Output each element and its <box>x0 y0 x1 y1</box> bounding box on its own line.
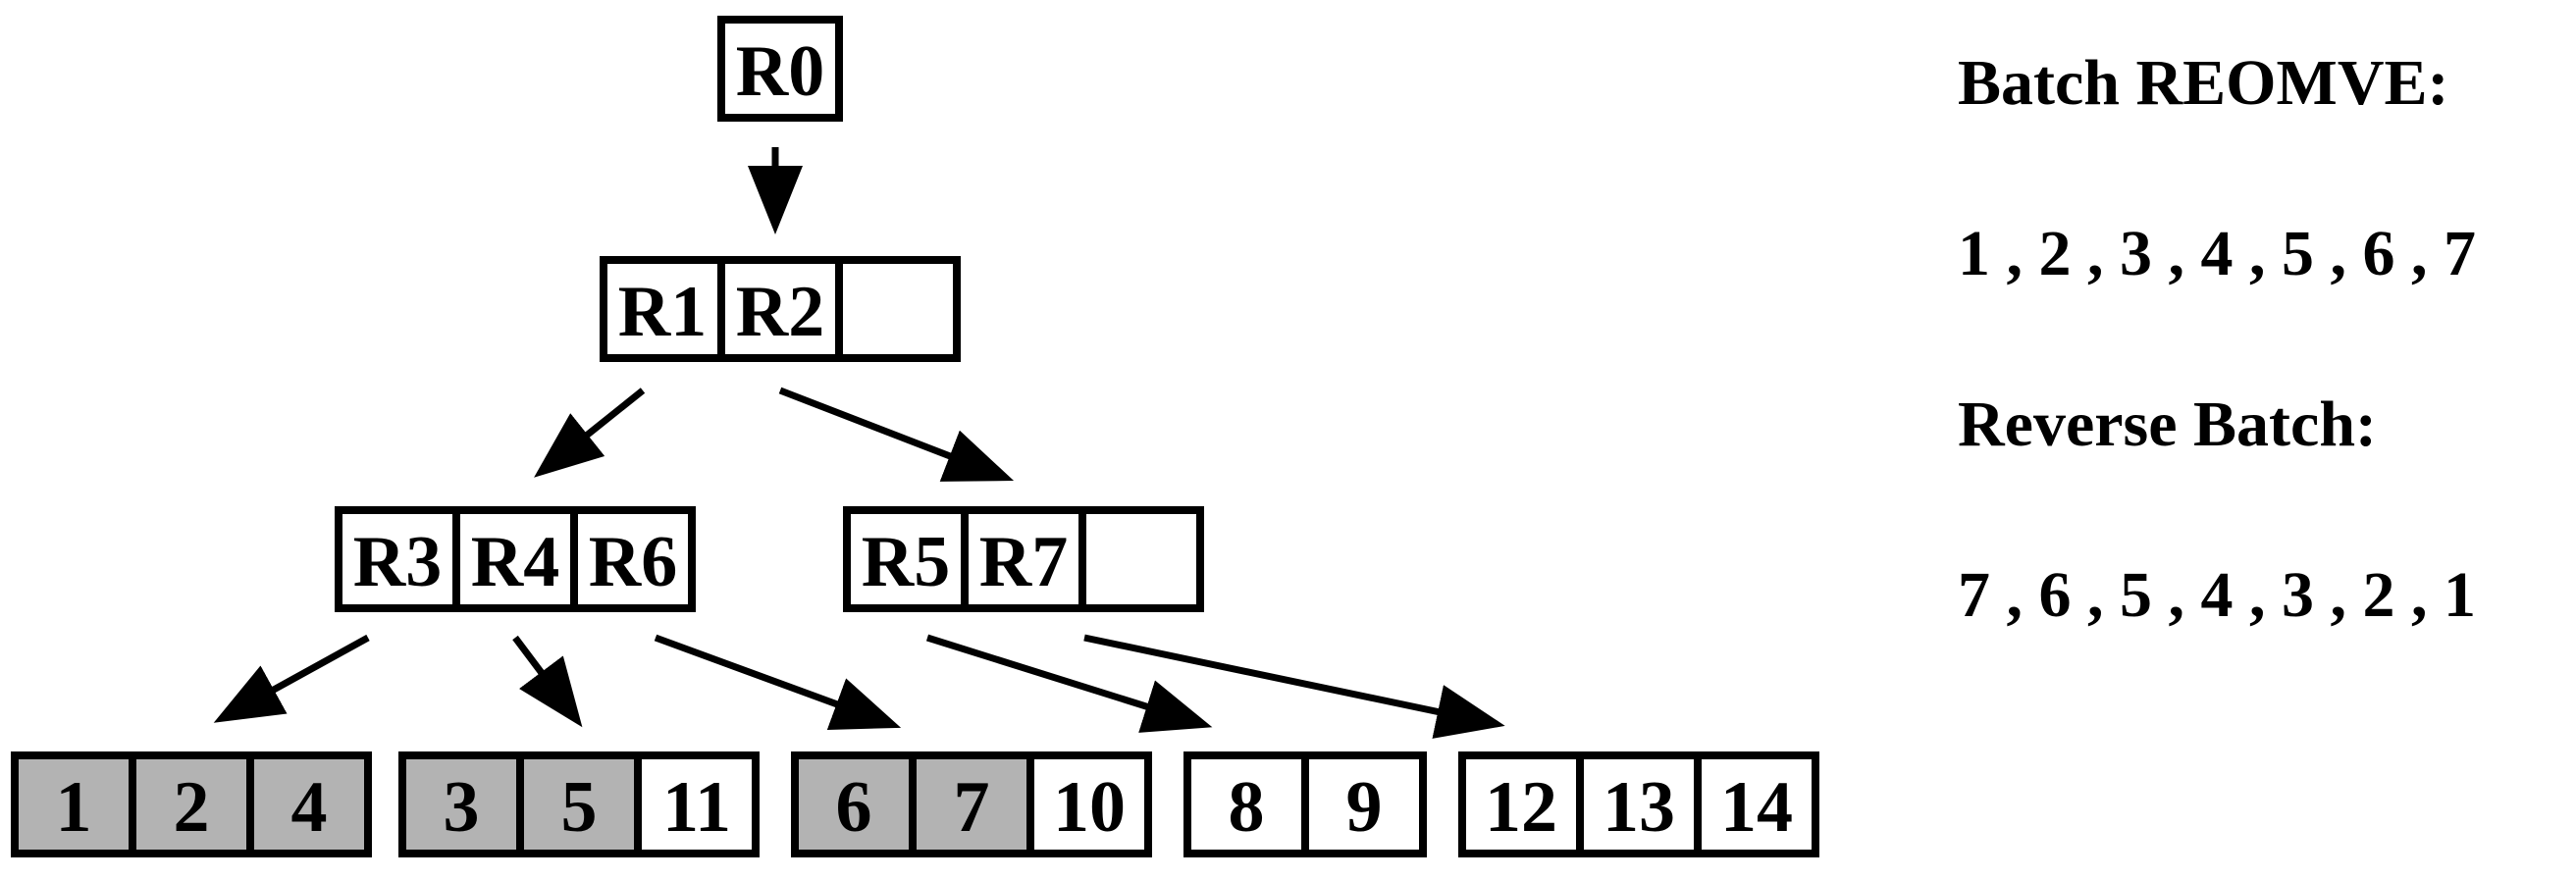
node-level2-right: R5 R7 <box>843 506 1204 612</box>
node-root: R0 <box>717 16 843 122</box>
cell-label: R1 <box>618 272 707 352</box>
node-cell <box>1301 751 1427 857</box>
cell-label: 8 <box>1229 767 1265 848</box>
edge-arrow-7 <box>925 634 1213 733</box>
cell-label: 6 <box>836 767 872 848</box>
node-cell <box>717 256 843 362</box>
node-leaf3: 6 7 10 <box>791 751 1152 857</box>
edge-arrow-5 <box>512 635 583 728</box>
node-cell <box>11 751 136 857</box>
edge-arrow-6 <box>654 634 902 730</box>
node-cell <box>570 506 696 612</box>
cell-label: R7 <box>979 522 1068 602</box>
cell-label: 7 <box>954 767 990 848</box>
node-cell <box>634 751 760 857</box>
cell-label: 14 <box>1720 767 1793 848</box>
cell-label: R5 <box>862 522 950 602</box>
edge-arrow-2 <box>534 388 646 478</box>
node-cell <box>961 506 1086 612</box>
batch-panel: Batch REOMVE: 1 , 2 , 3 , 4 , 5 , 6 , 7 … <box>1958 39 2566 722</box>
node-cell <box>246 751 372 857</box>
cell-label: 13 <box>1603 767 1675 848</box>
node-cell <box>335 506 460 612</box>
node-leaf5: 12 13 14 <box>1458 751 1819 857</box>
batch-remove-sequence: 1 , 2 , 3 , 4 , 5 , 6 , 7 <box>1958 218 2476 289</box>
cell-label: 10 <box>1053 767 1126 848</box>
batch-remove-heading: Batch REOMVE: <box>1958 47 2449 119</box>
node-cell <box>398 751 524 857</box>
node-level1: R1 R2 <box>600 256 961 362</box>
cell-label: 1 <box>56 767 92 848</box>
cell-label: 9 <box>1346 767 1383 848</box>
cell-label: 3 <box>444 767 480 848</box>
cell-label: R0 <box>736 31 824 112</box>
cell-label: 4 <box>291 767 328 848</box>
reverse-batch-sequence: 7 , 6 , 5 , 4 , 3 , 2 , 1 <box>1958 559 2476 631</box>
cell-label: 12 <box>1485 767 1557 848</box>
node-cell <box>843 506 969 612</box>
cell-label: R4 <box>471 522 559 602</box>
edge-arrow-3 <box>778 387 1015 482</box>
edge-arrow-4 <box>213 634 370 723</box>
node-cell <box>1026 751 1152 857</box>
node-cell <box>1694 751 1819 857</box>
node-cell <box>1078 506 1204 612</box>
cell-label: R6 <box>589 522 677 602</box>
node-cell <box>1458 751 1584 857</box>
node-cell <box>717 16 843 122</box>
cell-label: R2 <box>736 272 824 352</box>
cell-label: 2 <box>174 767 210 848</box>
node-cell <box>909 751 1034 857</box>
node-level2-left: R3 R4 R6 <box>335 506 696 612</box>
cell-label: 11 <box>662 767 731 848</box>
edge-arrow-8 <box>1083 634 1505 739</box>
cell-label: 5 <box>561 767 598 848</box>
reverse-batch-heading: Reverse Batch: <box>1958 388 2378 460</box>
node-cell <box>835 256 961 362</box>
cell-label: R3 <box>353 522 442 602</box>
